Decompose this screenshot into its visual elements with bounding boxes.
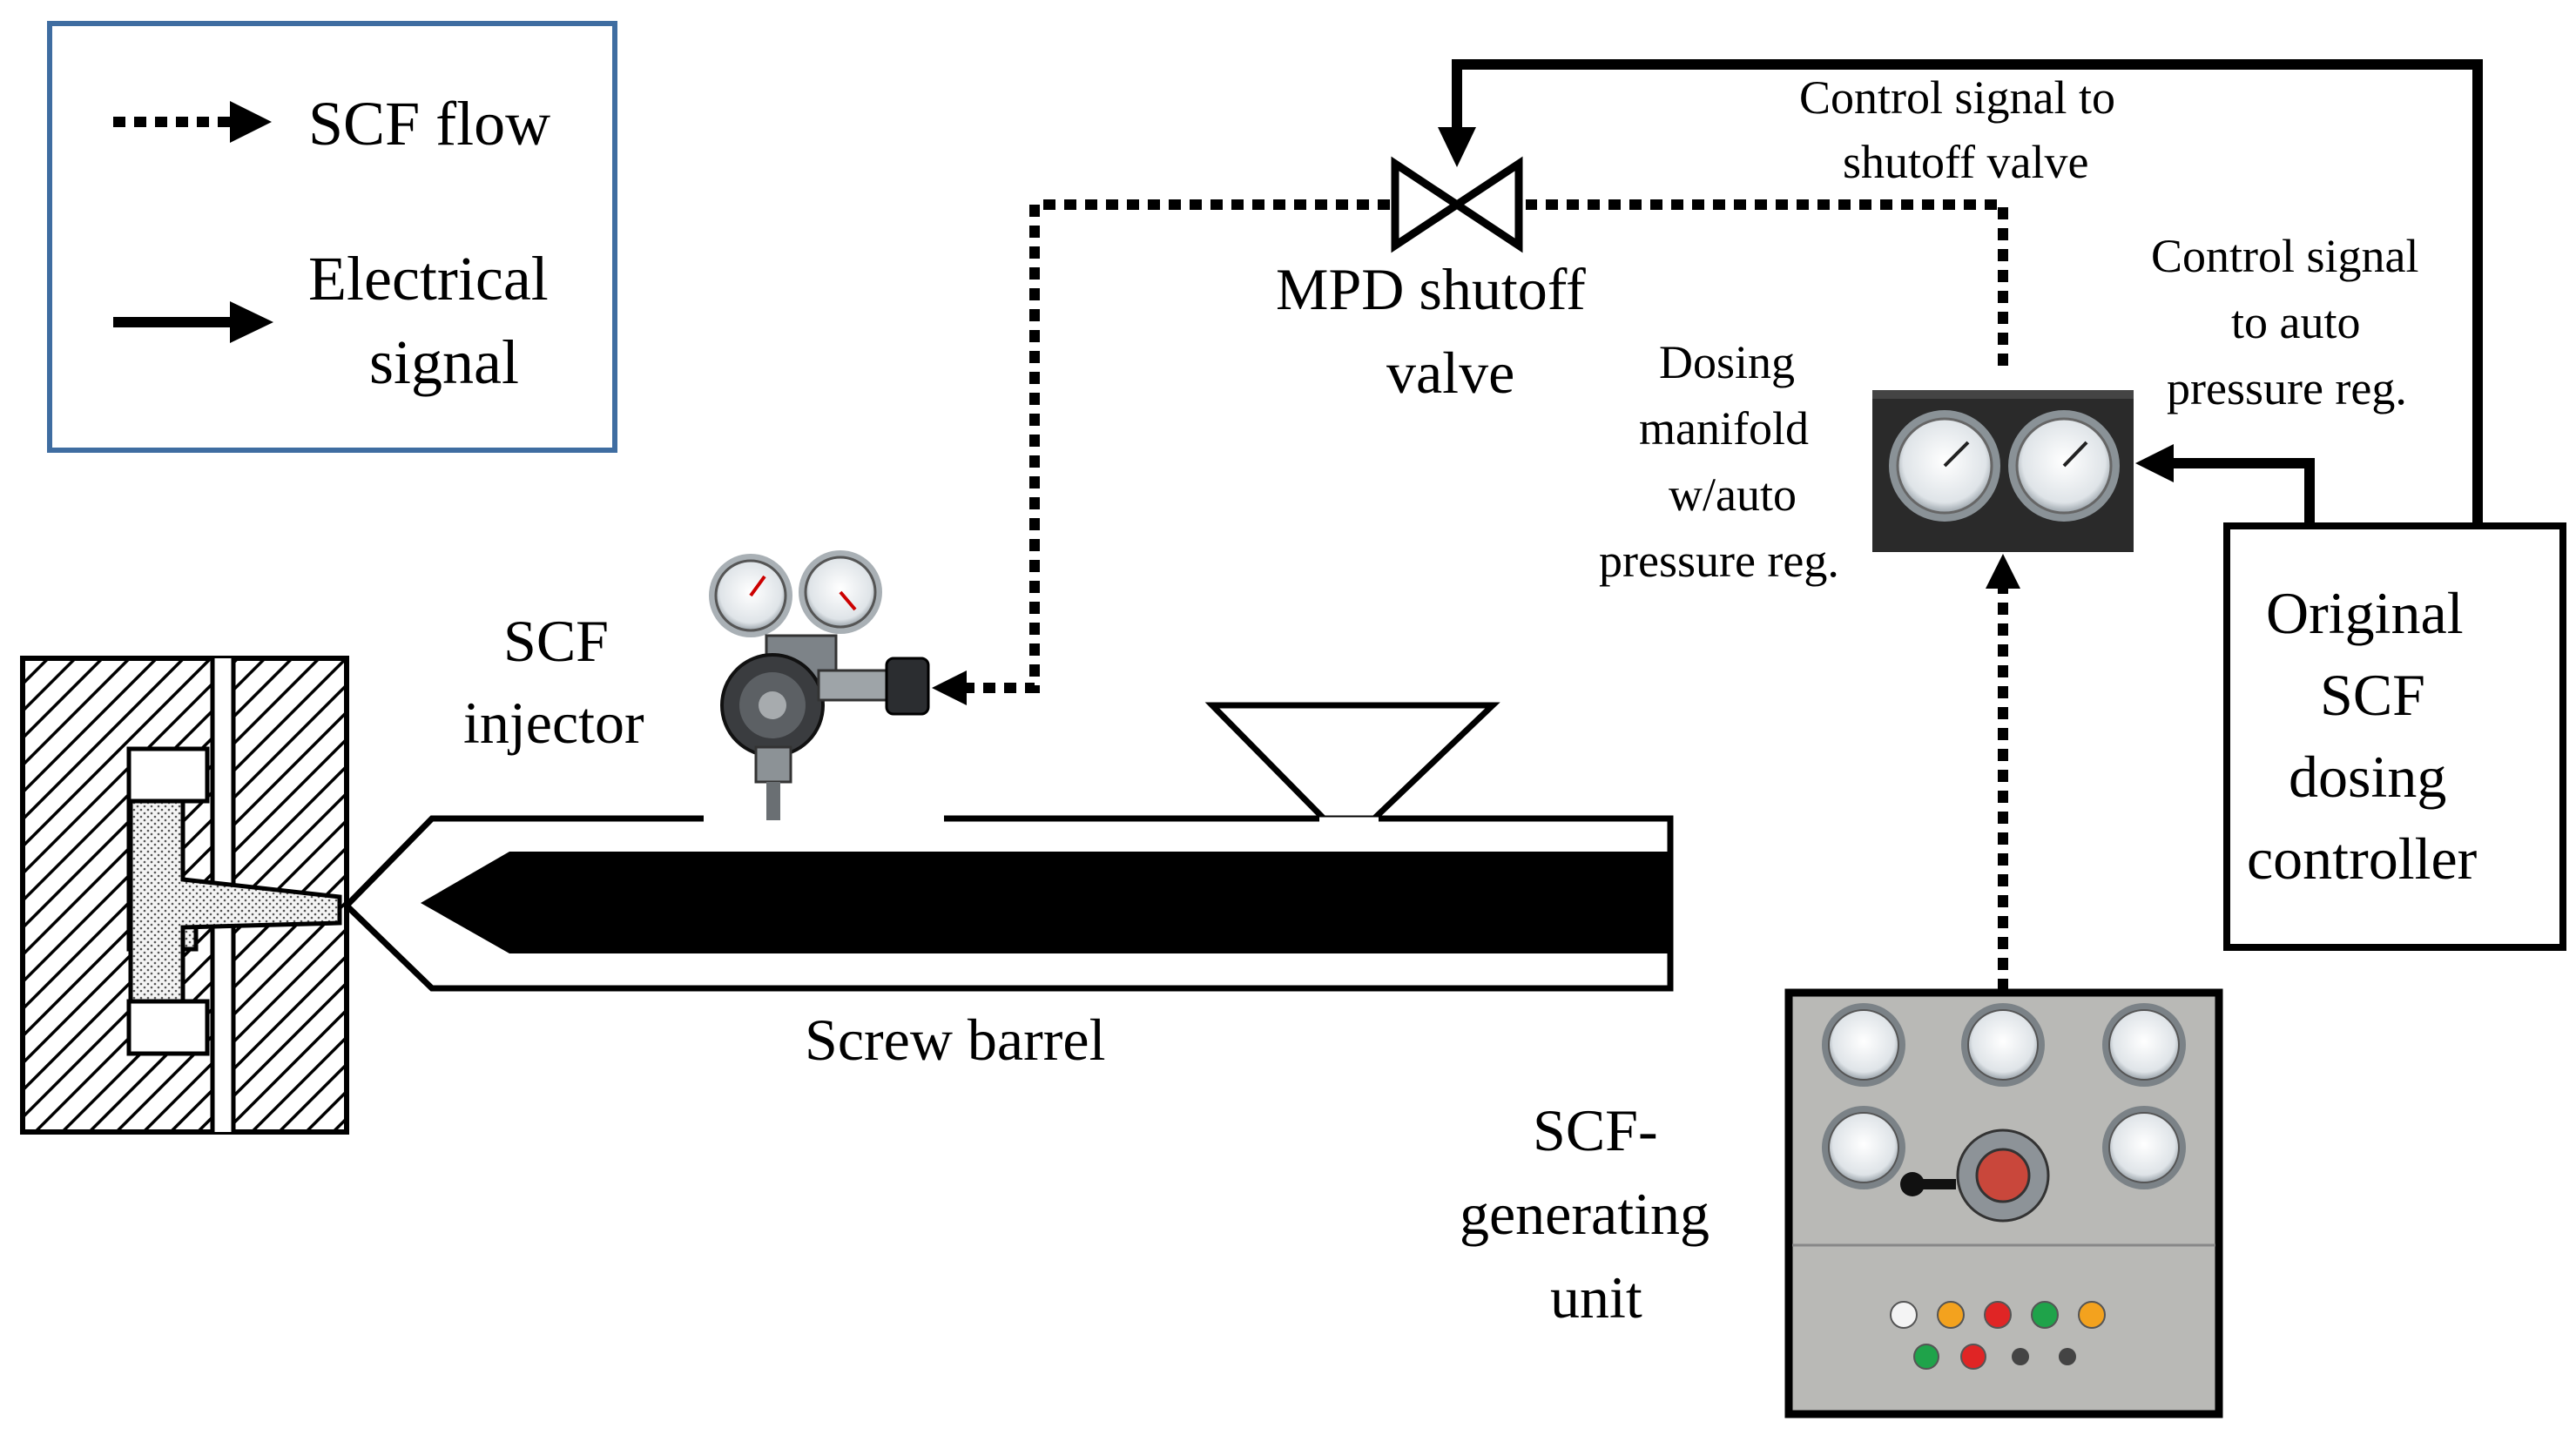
legend <box>47 21 617 453</box>
shutoff-valve-label-line2: valve <box>1386 340 1515 406</box>
controller-label-line4: controller <box>2247 825 2478 892</box>
control-to-shutoff-label-line1: Control signal to <box>1799 71 2115 124</box>
controller-label-line3: dosing <box>2289 744 2447 810</box>
hopper <box>1204 702 1500 825</box>
legend-graphics <box>113 101 273 343</box>
mold <box>20 656 349 1135</box>
generator-label-line2: generating <box>1460 1181 1709 1247</box>
barrel-label: Screw barrel <box>805 1007 1106 1073</box>
control-to-auto-label-line1: Control signal <box>2151 230 2419 282</box>
flow-manifold-to-valve <box>1526 199 2008 366</box>
dosing-manifold-image <box>1872 390 2134 552</box>
legend-electrical-label-line1: Electrical <box>308 244 549 313</box>
manifold-label-line3: w/auto <box>1669 468 1797 521</box>
generator-label-line3: unit <box>1550 1264 1642 1331</box>
control-to-shutoff-label-line2: shutoff valve <box>1843 136 2089 188</box>
legend-scf-flow-arrowhead <box>230 101 272 143</box>
legend-scf-flow-label: SCF flow <box>308 89 551 158</box>
manifold-label-line4: pressure reg. <box>1599 535 1839 587</box>
electrical-signal-lines <box>1452 59 2483 526</box>
screw-barrel <box>342 815 1674 992</box>
signal-controller-to-manifold <box>2170 458 2315 526</box>
controller-label-line2: SCF <box>2320 662 2425 728</box>
manifold-label-line2: manifold <box>1639 402 1809 455</box>
flow-valve-to-injector <box>967 199 1390 693</box>
shutoff-valve <box>1391 156 1523 253</box>
dosing-controller-box <box>2223 522 2566 951</box>
injector-label-line2: injector <box>463 690 644 756</box>
manifold-label-line1: Dosing <box>1659 336 1796 388</box>
control-to-auto-label-line2: to auto <box>2231 296 2361 348</box>
scf-flow-lines <box>967 199 2008 991</box>
legend-electrical-arrowhead <box>230 301 273 343</box>
shutoff-valve-label-line1: MPD shutoff <box>1276 256 1586 322</box>
scf-injector-image <box>704 542 944 822</box>
signal-controller-to-valve <box>1452 59 2483 526</box>
legend-electrical-label-line2: signal <box>369 327 519 397</box>
injector-label-line1: SCF <box>503 608 609 674</box>
controller-label-line1: Original <box>2266 580 2464 646</box>
screw <box>421 852 1670 953</box>
control-to-auto-label-line3: pressure reg. <box>2167 362 2407 414</box>
electrical-signal-arrowheads <box>1438 127 2174 482</box>
scf-flow-arrowheads <box>932 554 2020 705</box>
scf-generating-unit-image <box>1784 988 2223 1418</box>
generator-label-line1: SCF- <box>1533 1097 1658 1163</box>
